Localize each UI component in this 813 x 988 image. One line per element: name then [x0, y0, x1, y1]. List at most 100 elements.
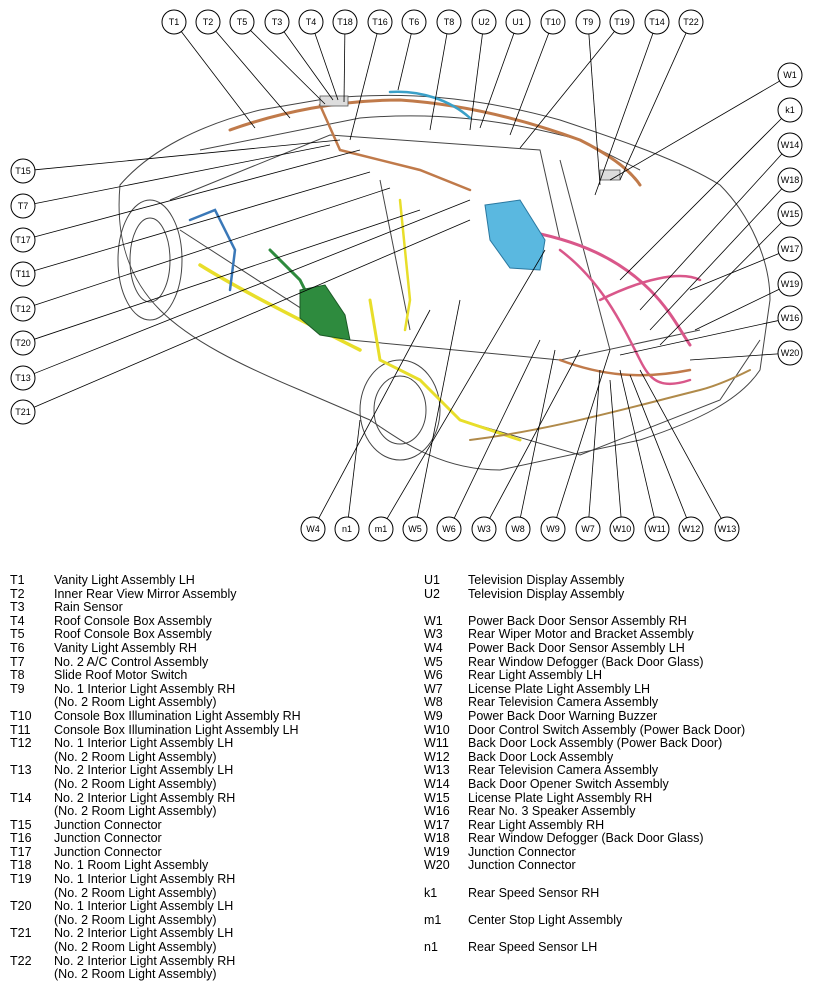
legend-code: T9	[10, 681, 25, 696]
leader-line	[629, 374, 687, 518]
callout-w5: W5	[402, 516, 428, 542]
callout-t4: T4	[298, 9, 324, 35]
callout-t16: T16	[367, 9, 393, 35]
leader-line	[283, 31, 334, 101]
callout-circle	[540, 516, 566, 542]
callout-label: U2	[478, 17, 490, 27]
legend-code: T6	[10, 640, 25, 655]
legend-code: W12	[424, 749, 450, 764]
legend-row: (No. 2 Room Light Assembly)	[10, 912, 301, 928]
legend-row: (No. 2 Room Light Assembly)	[10, 886, 301, 901]
leader-line	[33, 219, 471, 408]
callout-label: T17	[15, 235, 31, 245]
legend-description: (No. 2 Room Light Assembly)	[54, 776, 217, 791]
legend-description	[468, 873, 471, 887]
callout-circle	[777, 97, 803, 123]
legend-description: Junction Connector	[54, 831, 162, 846]
callout-circle	[367, 9, 393, 35]
callout-t14: T14	[644, 9, 670, 35]
legend-description: (No. 2 Room Light Assembly)	[54, 912, 217, 927]
legend-description: (No. 2 Room Light Assembly)	[54, 804, 217, 819]
callout-circle	[436, 9, 462, 35]
callout-m1: m1	[368, 516, 394, 542]
leader-line	[489, 349, 581, 519]
leader-line	[215, 30, 291, 119]
legend-description: (No. 2 Room Light Assembly)	[54, 967, 217, 982]
callout-w1: W1	[777, 62, 803, 88]
legend-row: (No. 2 Room Light Assembly)	[10, 696, 301, 710]
callout-label: T16	[372, 17, 388, 27]
leader-line	[453, 339, 541, 519]
leader-line	[520, 349, 556, 518]
legend-description: Back Door Lock Assembly (Power Back Door…	[468, 736, 723, 751]
callout-circle	[10, 399, 36, 425]
callout-label: W14	[781, 140, 800, 150]
legend-row	[424, 873, 745, 887]
callout-circle	[10, 296, 36, 322]
legend-row: (No. 2 Room Light Assembly)	[10, 968, 301, 982]
callout-circle	[195, 9, 221, 35]
callout-circle	[777, 305, 803, 331]
callout-circle	[575, 9, 601, 35]
legend-code: W1	[424, 613, 443, 628]
legend-description: Center Stop Light Assembly	[468, 912, 623, 927]
leader-line	[386, 249, 546, 519]
legend-description: (No. 2 Room Light Assembly)	[54, 749, 217, 764]
legend-row: (No. 2 Room Light Assembly)	[10, 749, 301, 765]
callout-t12: T12	[10, 296, 36, 322]
leader-line	[619, 369, 655, 518]
legend-code: T19	[10, 872, 32, 887]
legend-code: W11	[424, 736, 449, 751]
callout-label: T22	[683, 17, 699, 27]
leader-line	[397, 33, 412, 91]
leader-line	[429, 33, 448, 131]
callout-circle	[10, 261, 36, 287]
callout-label: T6	[409, 17, 420, 27]
callout-label: U1	[512, 17, 524, 27]
legend-code: T1	[10, 573, 25, 587]
leader-line	[34, 144, 331, 205]
legend-description: No. 1 Room Light Assembly	[54, 858, 209, 873]
callout-label: W16	[781, 313, 800, 323]
callout-circle	[540, 9, 566, 35]
legend-description	[468, 900, 471, 914]
floor-harness-2	[368, 298, 522, 442]
legend-description: Slide Roof Motor Switch	[54, 668, 188, 683]
legend-code: W5	[424, 654, 443, 669]
callout-w14: W14	[777, 132, 803, 158]
legend-code: W3	[424, 627, 443, 642]
callout-t19: T19	[609, 9, 635, 35]
leader-line	[588, 369, 601, 518]
legend-code: n1	[424, 940, 438, 955]
callout-label: W3	[477, 524, 491, 534]
callout-circle	[10, 227, 36, 253]
leader-line	[619, 32, 687, 181]
legend-code: W15	[424, 790, 450, 805]
legend-code: T5	[10, 627, 25, 642]
callout-circle	[777, 340, 803, 366]
callout-circle	[777, 271, 803, 297]
callout-t7: T7	[10, 193, 36, 219]
legend-code: W13	[424, 763, 450, 778]
legend-description: Rain Sensor	[54, 600, 123, 615]
callout-n1: n1	[334, 516, 360, 542]
legend-code: W4	[424, 640, 443, 655]
callout-circle	[644, 516, 670, 542]
callout-circle	[436, 516, 462, 542]
cyan-module	[484, 199, 546, 271]
legend-description: Junction Connector	[468, 844, 576, 859]
legend-code: W20	[424, 858, 450, 873]
legend-description	[468, 601, 471, 615]
callout-t13: T13	[10, 365, 36, 391]
legend-description: (No. 2 Room Light Assembly)	[54, 940, 217, 955]
legend-code: T4	[10, 613, 25, 628]
